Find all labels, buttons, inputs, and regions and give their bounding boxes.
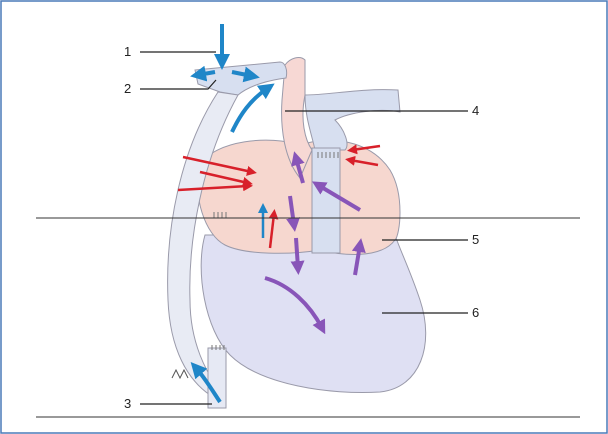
upper-vessel xyxy=(305,90,400,150)
label-5: 5 xyxy=(472,232,479,247)
label-2: 2 xyxy=(124,81,131,96)
label-4: 4 xyxy=(472,103,479,118)
valve-sketch xyxy=(172,370,188,378)
label-6: 6 xyxy=(472,305,479,320)
top-junction xyxy=(195,62,287,95)
label-3: 3 xyxy=(124,396,131,411)
central-trunk xyxy=(312,148,340,253)
arrow-purple-down-2 xyxy=(296,238,298,268)
label-1: 1 xyxy=(124,44,131,59)
